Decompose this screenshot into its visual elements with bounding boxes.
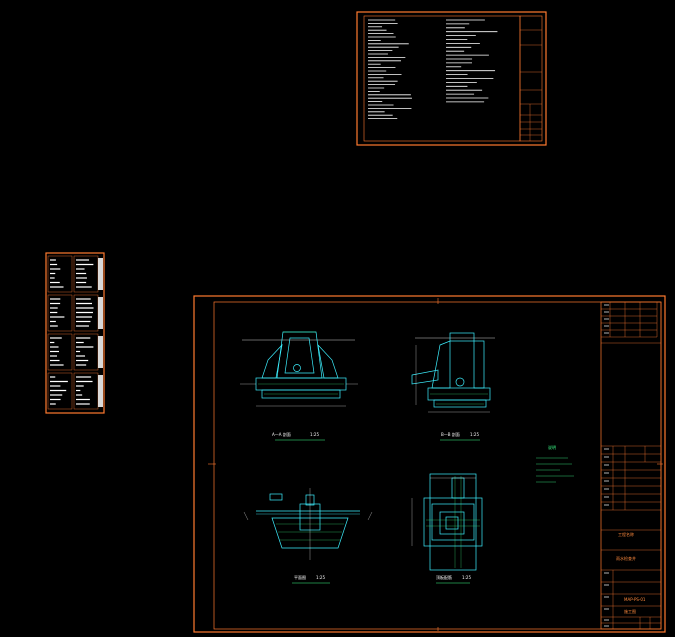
notes-title-block-lines (520, 29, 542, 141)
scale-plan-c: 1:25 (316, 575, 325, 580)
pipe-opening (293, 364, 301, 372)
cushion-layer (261, 389, 341, 399)
index-thumbnail (47, 333, 73, 371)
caption-plan-c: 平面图 (294, 575, 306, 580)
rebar-lines (426, 476, 480, 568)
right-wall (473, 340, 485, 389)
sheet-notes (536, 457, 574, 483)
notes-title: 说明 (548, 445, 556, 450)
view-section-b[interactable] (411, 332, 495, 441)
index-title-strip (98, 375, 103, 407)
title-number: MAP-PS-01 (624, 597, 646, 602)
dimension-lines (415, 345, 490, 413)
foundation-trapezoid (271, 517, 349, 549)
caption-section-b: B—B 剖面 (441, 432, 460, 437)
well-detail-sheet[interactable] (193, 295, 666, 633)
index-title-strip (98, 297, 103, 329)
slab-outline (423, 497, 483, 547)
title-drawing: 雨水检查井 (616, 556, 636, 561)
caption-plan-d: 顶板配筋 (436, 575, 452, 580)
cushion-layer (433, 399, 487, 408)
opening-frame (439, 511, 465, 535)
title-block[interactable] (600, 301, 662, 630)
well-shaft-outline (276, 331, 323, 379)
scale-plan-d: 1:25 (462, 575, 471, 580)
title-block-grid (601, 302, 661, 629)
design-notes-sheet[interactable] (356, 11, 547, 146)
top-rebar-box (451, 477, 465, 499)
title-project: 工程名称 (618, 532, 634, 537)
right-wall (317, 343, 339, 379)
well-shaft-inner (284, 337, 315, 374)
scale-section-b: 1:25 (470, 432, 479, 437)
outlet-opening (455, 377, 465, 387)
index-title-strip (98, 258, 103, 290)
title-block-text-lines (604, 304, 609, 627)
centering-marks (208, 298, 663, 631)
index-thumbnail (47, 372, 73, 410)
axis-lines (243, 488, 373, 560)
drawing-index-sheet[interactable] (45, 252, 105, 414)
hatch-lines (258, 331, 344, 395)
title-stage: 施工图 (624, 609, 636, 614)
dimension-lines (411, 477, 476, 546)
hatch-lines (430, 393, 488, 405)
opening (445, 516, 459, 530)
left-wall (431, 340, 451, 389)
dimension-lines (240, 383, 358, 407)
caption-section-a: A—A 剖面 (272, 432, 291, 437)
left-wall (261, 343, 283, 379)
label-box (269, 493, 283, 501)
index-thumbnail (47, 294, 73, 332)
slab-inner (431, 503, 475, 541)
scale-section-a: 1:25 (310, 432, 319, 437)
outer-boundary (429, 473, 477, 571)
inlet-pipe (411, 369, 439, 385)
view-plan-d[interactable] (411, 473, 483, 584)
view-section-a[interactable] (240, 331, 358, 441)
view-plan-c[interactable] (243, 488, 373, 584)
manhole-cover (449, 332, 475, 342)
index-thumbnail (47, 255, 73, 293)
index-thumbnails (47, 255, 103, 410)
notes-text-lines (368, 19, 498, 119)
index-title-strip (98, 336, 103, 368)
